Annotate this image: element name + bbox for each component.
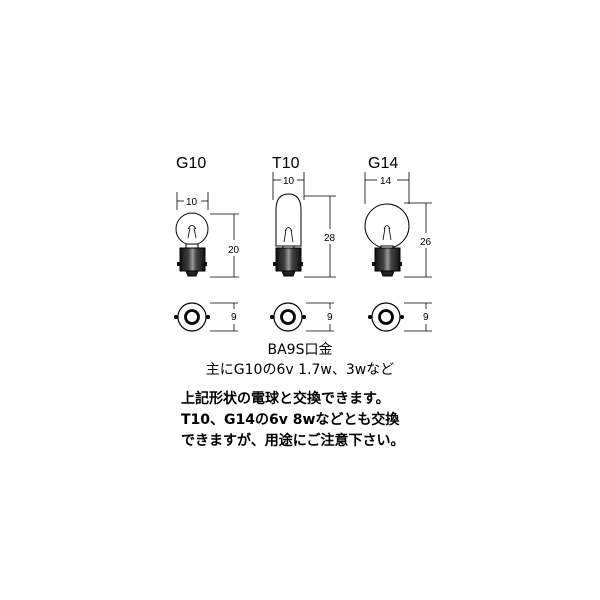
dim-width-g14 — [364, 172, 410, 204]
dim-base-label-t10: 9 — [327, 312, 333, 323]
dim-width-t10 — [272, 172, 305, 200]
dim-base-t10 — [306, 302, 334, 332]
dim-base-g14 — [404, 302, 432, 332]
bulb-g10: G10 10 20 — [174, 155, 240, 332]
bulb-g14: G14 14 26 — [364, 155, 432, 332]
bulb-illustration-t10 — [273, 193, 303, 277]
dim-height-label-g10: 20 — [228, 245, 240, 256]
bulb-illustration-g10 — [175, 212, 209, 277]
note-line-3: できますが、用途にご注意下さい。 — [181, 432, 404, 449]
dim-height-label-g14: 26 — [420, 237, 432, 248]
dim-base-label-g14: 9 — [423, 312, 429, 323]
bulb-illustration-g14 — [364, 203, 410, 277]
note-line-2: T10、G14の6v 8wなどとも交換 — [181, 411, 400, 428]
dim-height-g14 — [404, 202, 432, 278]
base-end-view-g10 — [174, 302, 210, 332]
dim-base-label-g10: 9 — [231, 312, 237, 323]
dim-width-g10 — [176, 192, 209, 210]
bulb-name-g10: G10 — [176, 155, 206, 172]
bulb-name-g14: G14 — [368, 155, 398, 172]
bulb-name-t10: T10 — [272, 155, 300, 172]
dim-width-label-t10: 10 — [283, 176, 295, 187]
note-line-1: 上記形状の電球と交換できます。 — [181, 390, 390, 407]
dim-height-g10 — [210, 213, 239, 278]
base-end-view-t10 — [270, 302, 306, 332]
dim-base-g10 — [210, 302, 238, 332]
base-end-view-g14 — [368, 302, 404, 332]
dim-height-t10 — [304, 195, 336, 278]
dim-width-label-g10: 10 — [186, 197, 198, 208]
bulb-t10: T10 10 28 — [270, 155, 336, 332]
dim-height-label-t10: 28 — [324, 233, 336, 244]
dim-width-label-g14: 14 — [380, 176, 392, 187]
caption-socket-type: BA9S口金 — [268, 342, 333, 358]
caption-main-use: 主にG10の6v 1.7w、3wなど — [206, 362, 394, 378]
